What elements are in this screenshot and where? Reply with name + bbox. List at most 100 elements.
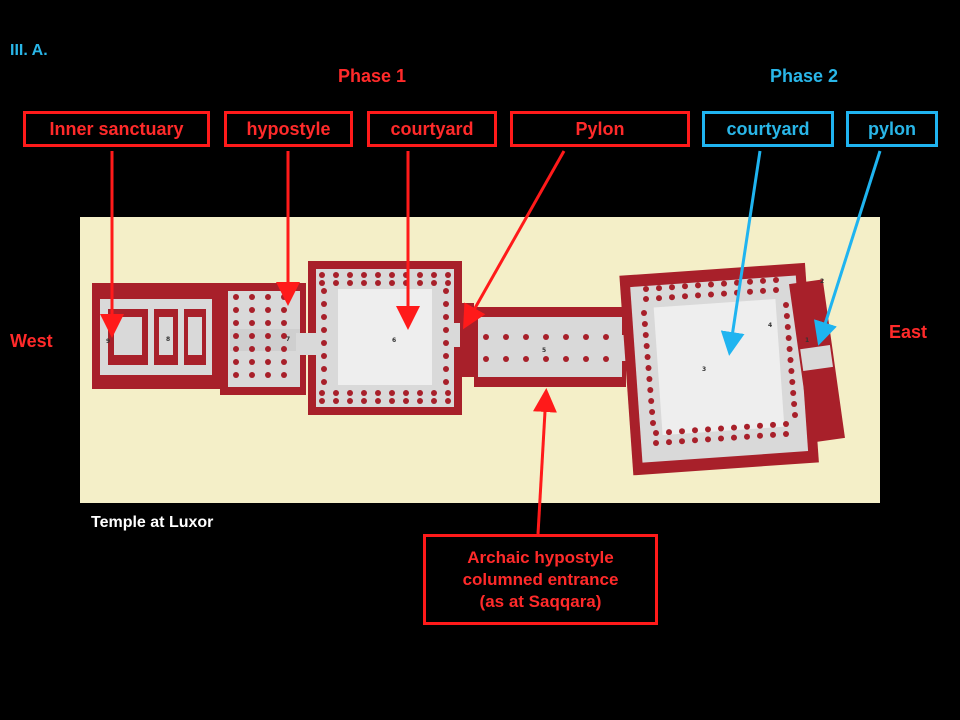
pylon-block	[460, 303, 474, 377]
room-number-2: 2	[820, 278, 824, 285]
column-dot	[333, 390, 339, 396]
column-dot	[249, 294, 255, 300]
label-courtyard-phase1: courtyard	[367, 111, 497, 147]
column-dot	[445, 280, 451, 286]
column-dot	[708, 281, 714, 288]
column-dot	[679, 428, 685, 435]
room-number-1: 1	[805, 337, 809, 344]
column-dot	[443, 340, 449, 346]
column-dot	[666, 439, 672, 446]
column-dot	[347, 390, 353, 396]
label-text: Pylon	[575, 118, 625, 139]
column-dot	[443, 288, 449, 294]
archaic-hypostyle-callout: Archaic hypostyle columned entrance (as …	[423, 534, 658, 625]
column-dot	[265, 359, 271, 365]
column-dot	[747, 278, 753, 285]
label-text: courtyard	[390, 118, 474, 139]
column-dot	[347, 280, 353, 286]
column-dot	[389, 280, 395, 286]
column-dot	[787, 357, 794, 363]
label-hypostyle: hypostyle	[224, 111, 353, 147]
column-dot	[389, 390, 395, 396]
column-dot	[641, 310, 647, 316]
column-dot	[431, 398, 437, 404]
column-dot	[319, 390, 325, 396]
column-dot	[669, 294, 675, 301]
column-dot	[705, 426, 711, 433]
column-dot	[321, 379, 327, 385]
column-dot	[731, 434, 737, 441]
column-dot	[333, 398, 339, 404]
phase-2-label: Phase 2	[770, 66, 839, 86]
column-dot	[679, 438, 685, 445]
column-dot	[281, 294, 287, 300]
column-dot	[523, 356, 529, 362]
column-dot	[692, 437, 698, 444]
column-dot	[642, 332, 649, 338]
temple-plan: 1 2 3 4 5 6 7 8 9	[80, 217, 880, 503]
column-dot	[281, 346, 287, 352]
column-dot	[648, 398, 655, 404]
column-dot	[443, 327, 449, 333]
room-number-4: 4	[768, 322, 772, 329]
room-number-6: 6	[392, 337, 396, 344]
column-dot	[431, 272, 437, 278]
column-dot	[249, 333, 255, 339]
label-pylon-phase1: Pylon	[510, 111, 690, 147]
column-dot	[443, 314, 449, 320]
column-dot	[643, 343, 650, 349]
column-dot	[653, 430, 659, 436]
column-dot	[650, 420, 656, 426]
slide-id: III. A.	[10, 42, 48, 59]
room-number-7: 7	[286, 336, 290, 343]
column-dot	[233, 307, 239, 313]
column-dot	[695, 292, 701, 299]
inner-sanctuary-block	[92, 283, 220, 389]
phase-1-label: Phase 1	[338, 66, 407, 86]
column-dot	[361, 390, 367, 396]
column-dot	[249, 359, 255, 365]
column-dot	[483, 356, 489, 362]
room-number-8: 8	[166, 336, 170, 343]
column-dot	[233, 359, 239, 365]
column-dot	[669, 284, 675, 291]
column-dot	[403, 272, 409, 278]
column-dot	[361, 398, 367, 404]
column-dot	[265, 346, 271, 352]
column-dot	[603, 334, 609, 340]
column-dot	[361, 280, 367, 286]
second-courtyard-block	[619, 262, 819, 476]
column-dot	[445, 390, 451, 396]
column-dot	[718, 425, 724, 432]
room-number-5: 5	[542, 347, 546, 354]
column-dot	[695, 282, 701, 289]
column-dot	[431, 390, 437, 396]
label-text: hypostyle	[246, 118, 331, 139]
column-dot	[563, 334, 569, 340]
column-dot	[757, 422, 763, 429]
column-dot	[389, 398, 395, 404]
column-dot	[647, 387, 654, 393]
column-dot	[361, 272, 367, 278]
column-dot	[791, 401, 798, 407]
column-dot	[682, 283, 688, 290]
column-dot	[443, 301, 449, 307]
label-inner-sanctuary: Inner sanctuary	[23, 111, 210, 147]
column-dot	[718, 435, 724, 442]
column-dot	[643, 286, 649, 292]
west-label: West	[10, 331, 53, 351]
column-dot	[281, 359, 287, 365]
column-dot	[431, 280, 437, 286]
callout-line-1: Archaic hypostyle	[467, 547, 614, 567]
column-dot	[319, 272, 325, 278]
column-dot	[249, 346, 255, 352]
column-dot	[757, 432, 763, 439]
column-dot	[692, 427, 698, 434]
column-dot	[281, 320, 287, 326]
label-text: Inner sanctuary	[49, 118, 184, 139]
second-pylon-block	[789, 279, 845, 443]
column-dot	[656, 295, 662, 302]
column-dot	[443, 353, 449, 359]
column-dot	[770, 421, 776, 428]
column-dot	[734, 289, 740, 296]
